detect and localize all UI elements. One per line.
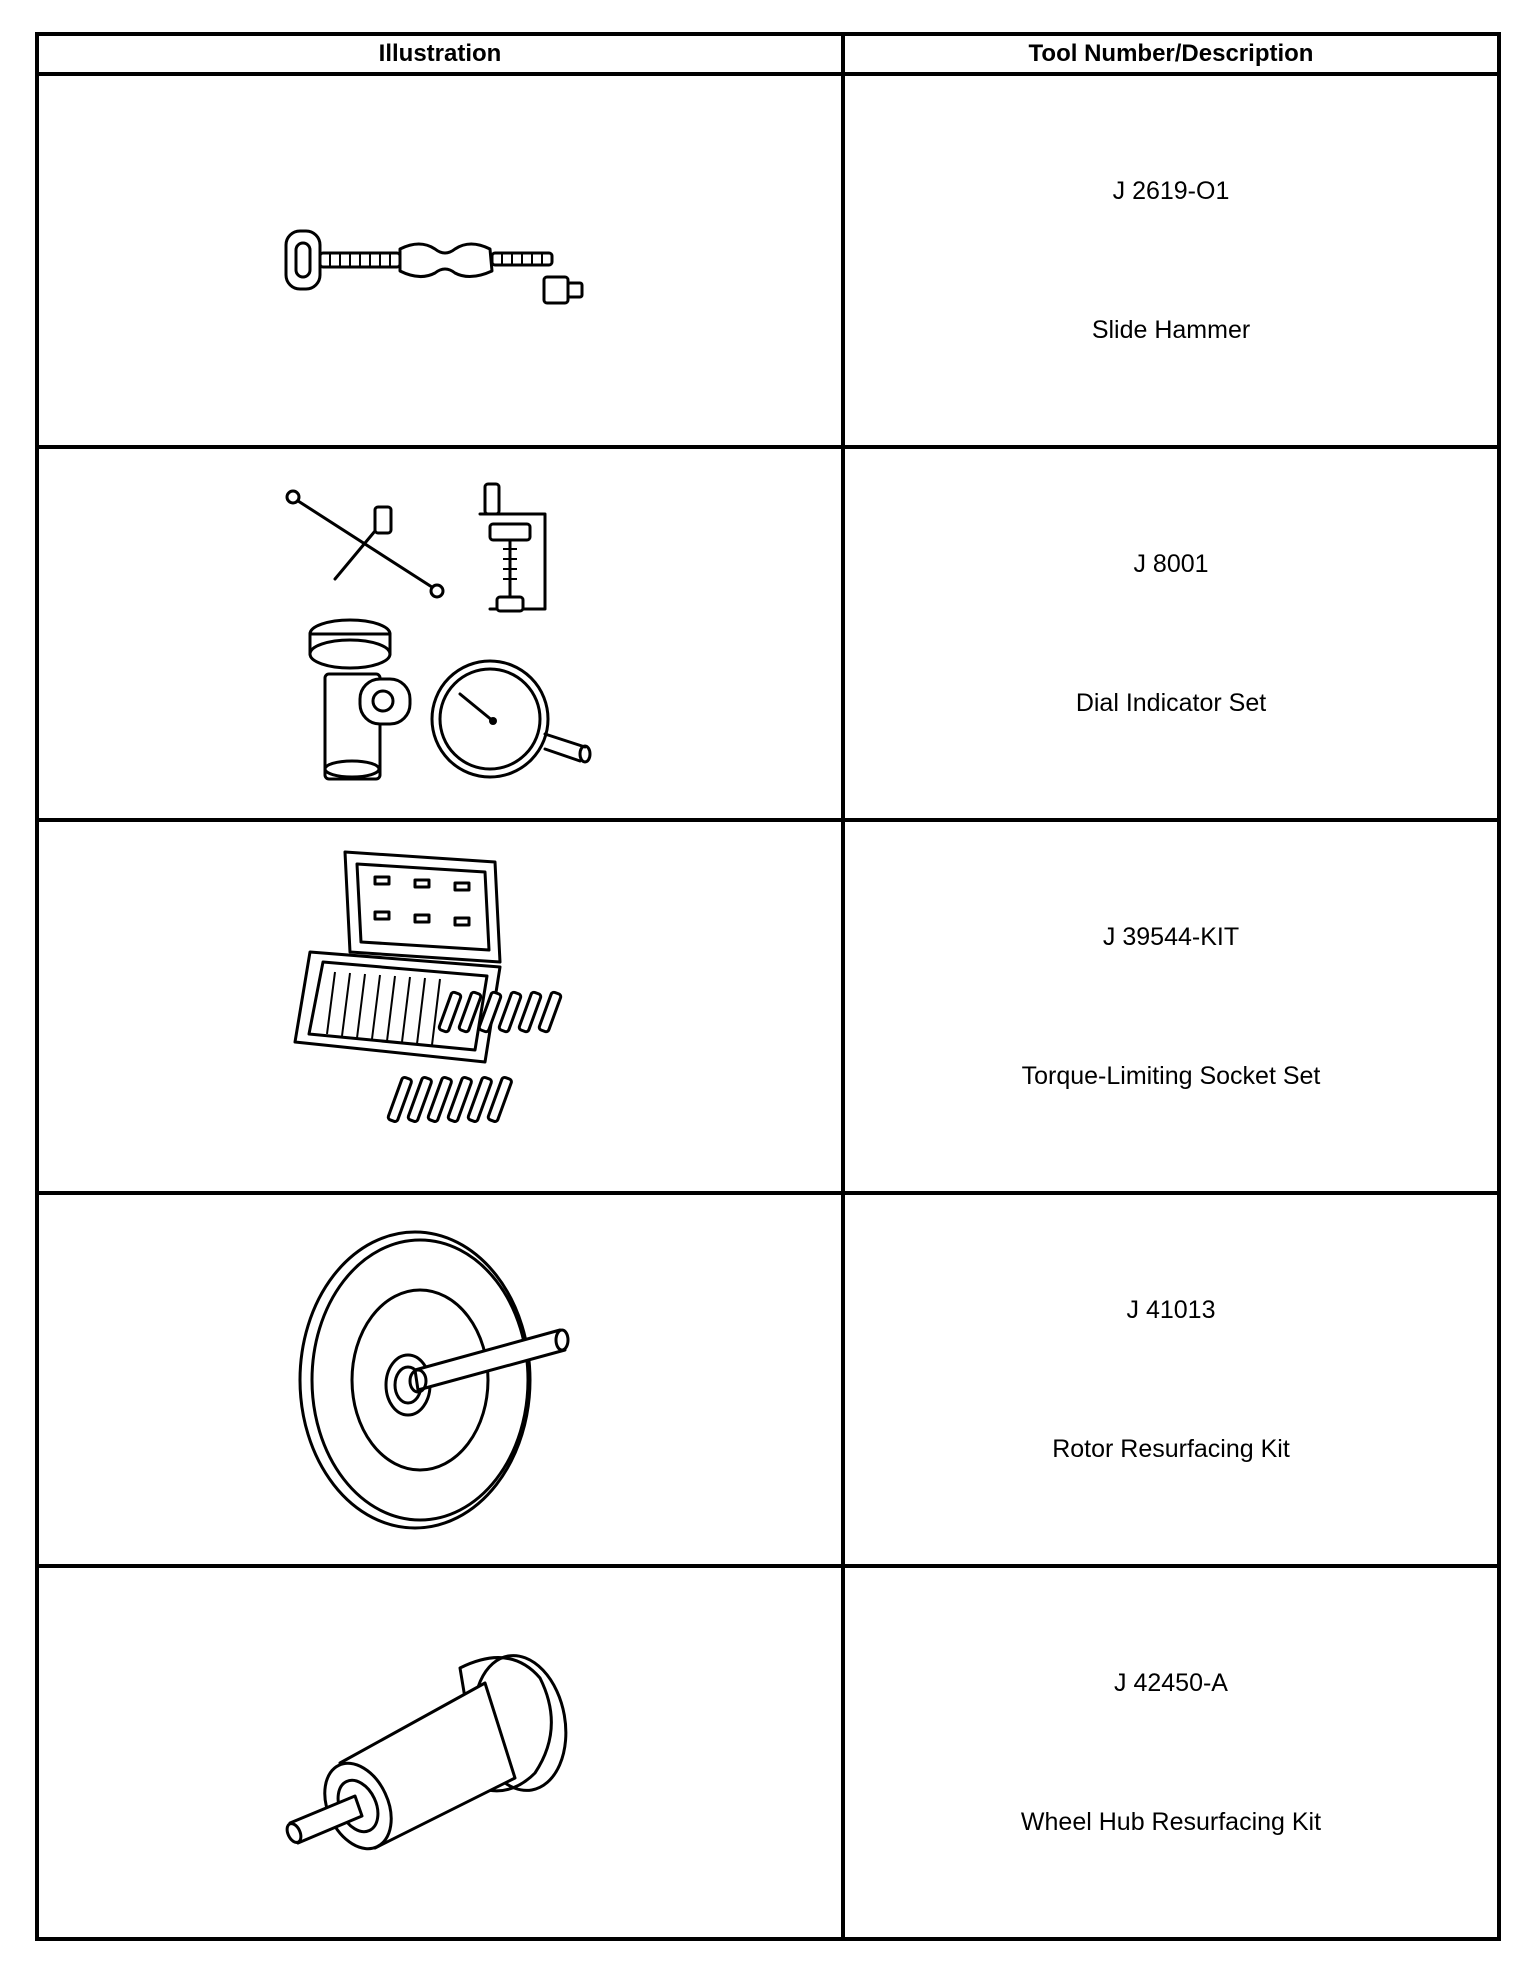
rotor-resurfacing-kit-icon: [298, 1230, 570, 1529]
tool-description: Rotor Resurfacing Kit: [1052, 1434, 1290, 1463]
table-row: J 39544-KIT Torque-Limiting Socket Set: [35, 818, 1501, 1195]
table-row: J 8001 Dial Indicator Set: [35, 445, 1501, 822]
tool-description: Slide Hammer: [1091, 315, 1251, 344]
tool-description: Dial Indicator Set: [1075, 688, 1267, 717]
illustration-cell: [35, 72, 845, 449]
illustration-cell: [35, 1564, 845, 1941]
page: Illustration Tool Number/Description: [35, 32, 1501, 1963]
slide-hammer-icon: [284, 229, 584, 304]
tool-number: J 39544-KIT: [1102, 922, 1240, 951]
table-row: J 41013 Rotor Resurfacing Kit: [35, 1191, 1501, 1568]
socket-set-icon: [293, 850, 563, 1123]
table-row: J 2619-O1 Slide Hammer: [35, 72, 1501, 449]
dial-indicator-set-icon: [285, 482, 592, 780]
header-illustration: Illustration: [35, 32, 845, 76]
tool-cell: J 42450-A Wheel Hub Resurfacing Kit: [841, 1564, 1501, 1941]
tool-description: Wheel Hub Resurfacing Kit: [1020, 1807, 1322, 1836]
tool-cell: J 41013 Rotor Resurfacing Kit: [841, 1191, 1501, 1568]
tool-cell: J 39544-KIT Torque-Limiting Socket Set: [841, 818, 1501, 1195]
tool-description: Torque-Limiting Socket Set: [1021, 1061, 1321, 1090]
tool-cell: J 8001 Dial Indicator Set: [841, 445, 1501, 822]
header-tool-number-description: Tool Number/Description: [841, 32, 1501, 76]
table-row: J 42450-A Wheel Hub Resurfacing Kit: [35, 1564, 1501, 1941]
tool-number: J 41013: [1126, 1295, 1216, 1324]
tool-number: J 8001: [1133, 549, 1209, 578]
table-header-row: Illustration Tool Number/Description: [35, 32, 1501, 76]
wheel-hub-resurfacing-kit-icon: [285, 1653, 568, 1850]
illustration-cell: [35, 818, 845, 1195]
illustration-cell: [35, 445, 845, 822]
tool-number: J 42450-A: [1114, 1668, 1228, 1697]
illustration-cell: [35, 1191, 845, 1568]
tools-table: Illustration Tool Number/Description: [35, 32, 1501, 1941]
tool-number: J 2619-O1: [1112, 176, 1230, 205]
tool-cell: J 2619-O1 Slide Hammer: [841, 72, 1501, 449]
